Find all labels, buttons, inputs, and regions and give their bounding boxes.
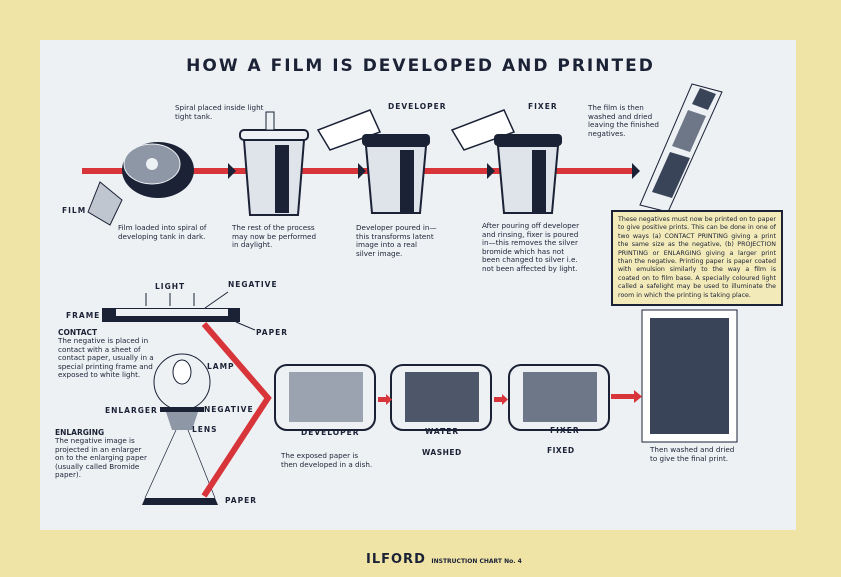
developer-label: DEVELOPER [388,102,447,111]
step4-caption: After pouring off developer and rinsing,… [482,221,580,273]
dish-water-label: WATER [425,427,460,436]
film-label: FILM [62,206,87,215]
final-print-caption: Then washed and dried to give the final … [650,445,735,463]
dish-developer-caption: The exposed paper is then developed in a… [281,451,373,469]
step1-caption: Film loaded into spiral of developing ta… [118,223,207,241]
enlarging-text: The negative image is projected in an en… [55,436,147,480]
contact-text: The negative is placed in contact with a… [58,336,154,380]
process-arrow-top [82,163,640,179]
step2-heading: Spiral placed inside light tight tank. [175,103,264,121]
lens-label: LENS [192,425,218,434]
dish-illustrations [274,309,738,443]
developing-tank-illustration [239,111,309,216]
paper-label: PAPER [256,328,289,337]
lamp-label: LAMP [207,362,235,371]
process-arrow-printing [201,322,272,498]
contact-printing-frame [102,291,256,331]
enlarger-illustration [142,353,218,505]
dish-fixer-caption: FIXED [547,446,575,455]
fixer-tank-illustration [450,109,562,214]
dish-fixer-label: FIXER [550,426,580,435]
enlarger-negative-label: NEGATIVE [204,405,254,414]
light-label: LIGHT [155,282,186,291]
frame-label: FRAME [66,311,101,320]
dish-water-caption: WASHED [422,448,462,457]
developer-tank-illustration [316,109,430,214]
contact-heading: CONTACT [58,328,98,337]
footer-brand: ILFORD INSTRUCTION CHART No. 4 [366,552,522,567]
negative-label: NEGATIVE [228,280,278,289]
step2-caption: The rest of the process may now be perfo… [232,223,317,250]
enlarger-label: ENLARGER [105,406,158,415]
step3-caption: Developer poured in—this transforms late… [356,223,437,258]
chart-title: HOW A FILM IS DEVELOPED AND PRINTED [186,56,655,76]
spiral-reel-illustration [87,142,194,226]
enlarger-paper-label: PAPER [225,496,258,505]
printing-note-box: These negatives must now be printed on t… [611,210,783,306]
step5-caption: The film is then washed and dried leavin… [588,103,659,138]
enlarging-heading: ENLARGING [55,428,105,437]
chart-number: INSTRUCTION CHART No. 4 [431,558,522,565]
fixer-label: FIXER [528,102,558,111]
negative-film-strip [639,83,723,213]
dish-developer-label: DEVELOPER [301,428,360,437]
brand-name: ILFORD [366,552,426,567]
